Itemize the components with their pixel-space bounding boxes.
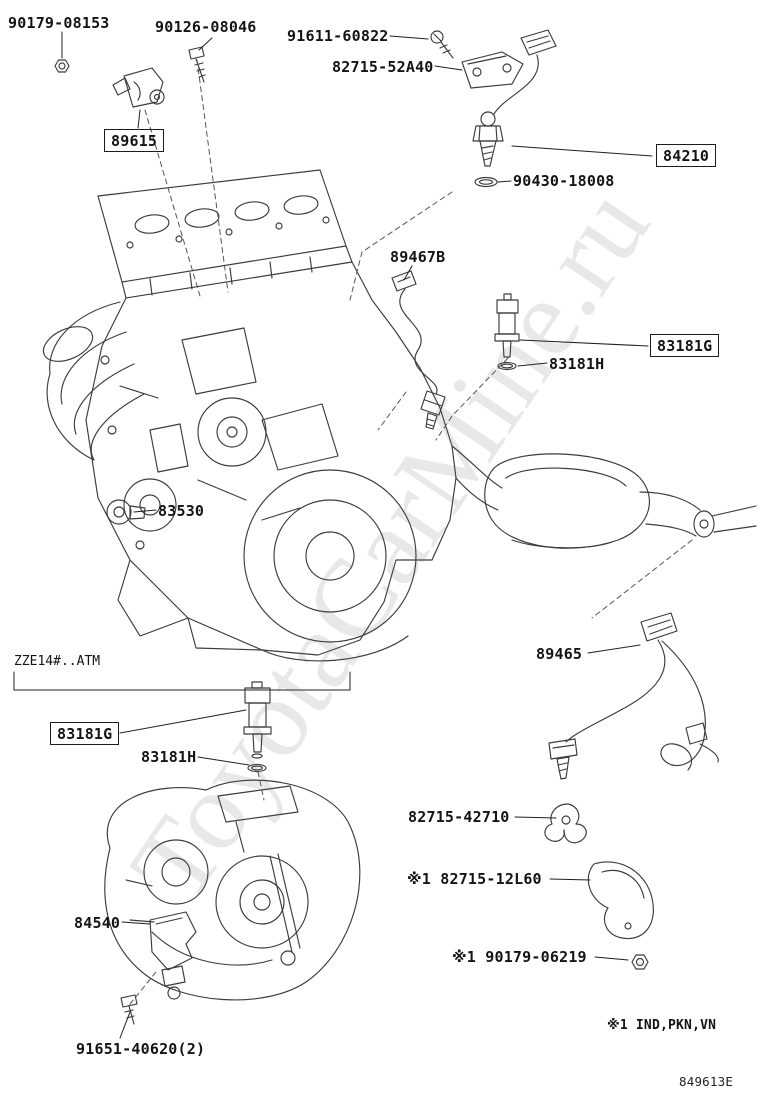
oxygen-sensor-89467B-art: [391, 270, 446, 430]
nut-90179-06219-art: [631, 954, 649, 970]
knock-sensor-83530-art: [106, 499, 146, 525]
label-89615: 89615: [104, 129, 165, 152]
dashed-lines: [129, 59, 693, 1005]
label-89465: 89465: [536, 645, 583, 663]
engine-block-art: [42, 169, 457, 662]
label-9161160822: 91611-60822: [287, 27, 389, 45]
speed-sensor-83181G-left-art: [243, 681, 272, 773]
label-84540: 84540: [74, 914, 121, 932]
exhaust-art: [451, 445, 757, 549]
label-8271552A40: 82715-52A40: [332, 58, 434, 76]
switch-84540-art: [149, 911, 197, 1000]
leader-lines: [13, 31, 653, 1039]
label-9012608046: 90126-08046: [155, 18, 257, 36]
label-18271512L60: ※1 82715-12L60: [407, 870, 542, 888]
bracket-82715-12L60-art: [587, 861, 654, 940]
label-83530: 83530: [158, 502, 205, 520]
label-83181H: 83181H: [141, 748, 197, 766]
label-84210: 84210: [656, 144, 717, 167]
label-89467B: 89467B: [390, 248, 446, 266]
bolt-91651-art: [120, 994, 138, 1025]
clamp-82715-42710-art: [544, 803, 587, 844]
nut-90179-08153-art: [54, 59, 70, 73]
cam-sensor-89615-art: [112, 67, 165, 108]
transmission-art: [104, 779, 361, 1001]
label-ZZE14#ATM: ZZE14#..ATM: [14, 654, 101, 669]
label-849613E: 849613E: [679, 1074, 734, 1089]
label-91651406202: 91651-40620(2): [76, 1040, 206, 1058]
water-temp-sensor-84210-art: [472, 29, 557, 167]
label-83181G: 83181G: [650, 334, 720, 357]
oxygen-sensor-89465-art: [548, 612, 719, 780]
label-19017906219: ※1 90179-06219: [452, 948, 587, 966]
speed-sensor-83181G-right-art: [494, 293, 520, 371]
label-9043018008: 90430-18008: [513, 172, 615, 190]
label-83181G: 83181G: [50, 722, 120, 745]
label-83181H: 83181H: [549, 355, 605, 373]
label-8271542710: 82715-42710: [408, 808, 510, 826]
bracket-82715-52A40-art: [461, 51, 524, 89]
screw-91611-60822-art: [430, 30, 454, 59]
label-1INDPKNVN: ※1 IND,PKN,VN: [607, 1018, 717, 1033]
gasket-90430-18008-art: [474, 176, 498, 188]
label-9017908153: 90179-08153: [8, 14, 110, 32]
